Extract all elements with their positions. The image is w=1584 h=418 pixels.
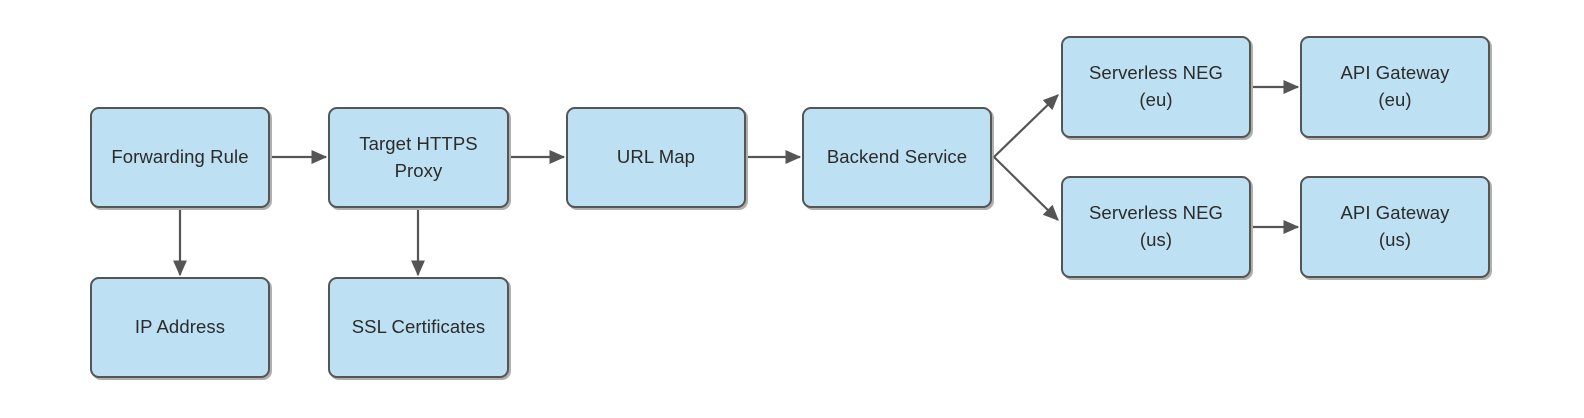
node-ssl-certificates[interactable]: SSL Certificates	[328, 277, 509, 378]
node-label: URL Map	[616, 146, 696, 168]
node-label: Backend Service	[826, 146, 968, 168]
node-url-map[interactable]: URL Map	[566, 107, 746, 208]
node-backend-service[interactable]: Backend Service	[802, 107, 992, 208]
node-forwarding-rule[interactable]: Forwarding Rule	[90, 107, 270, 208]
node-ip-address[interactable]: IP Address	[90, 277, 270, 378]
node-serverless-neg-eu[interactable]: Serverless NEG (eu)	[1061, 36, 1251, 138]
node-target-https-proxy[interactable]: Target HTTPS Proxy	[328, 107, 509, 208]
node-serverless-neg-us[interactable]: Serverless NEG (us)	[1061, 176, 1251, 278]
edge-backend-service-to-serverless-neg-us	[993, 156, 1059, 221]
node-label: SSL Certificates	[351, 316, 486, 338]
edge-backend-service-to-serverless-neg-eu	[993, 94, 1059, 158]
node-api-gateway-us[interactable]: API Gateway (us)	[1300, 176, 1490, 278]
node-api-gateway-eu[interactable]: API Gateway (eu)	[1300, 36, 1490, 138]
node-label: API Gateway (eu)	[1340, 62, 1450, 110]
node-label: Forwarding Rule	[111, 146, 249, 168]
node-label: IP Address	[134, 316, 226, 338]
node-label: Target HTTPS Proxy	[359, 132, 478, 181]
node-label: API Gateway (us)	[1340, 202, 1450, 250]
node-label: Serverless NEG (us)	[1088, 202, 1224, 250]
node-label: Serverless NEG (eu)	[1088, 62, 1224, 110]
